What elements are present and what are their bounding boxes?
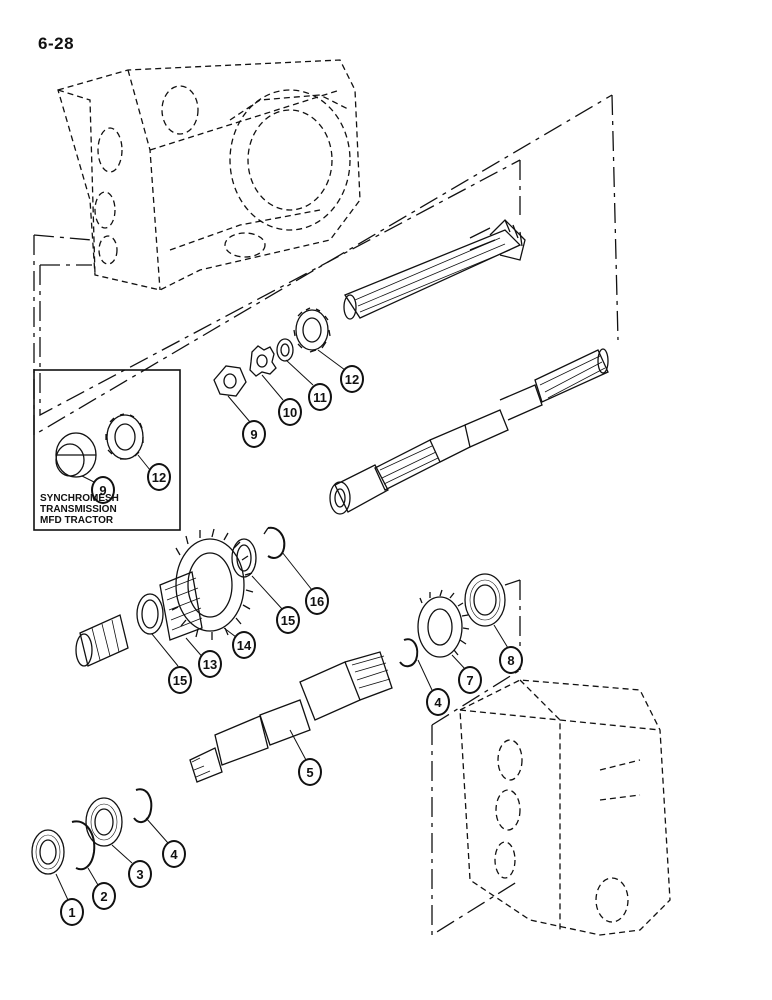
inset-nut-9 xyxy=(55,432,97,478)
bearing-3 xyxy=(85,797,123,847)
bearing-8 xyxy=(464,573,506,627)
spacer-15-right xyxy=(231,538,257,578)
snap-ring-16 xyxy=(263,526,286,559)
countershaft-middle xyxy=(329,348,609,515)
lock-washer-10 xyxy=(249,345,277,377)
pinion-shaft-upper xyxy=(343,219,526,320)
gear-7 xyxy=(417,589,470,658)
callout-12: 12 xyxy=(340,365,364,393)
hub-left xyxy=(75,614,129,667)
callout-15-left: 15 xyxy=(168,666,192,694)
callout-13: 13 xyxy=(198,650,222,678)
spacer-15-left xyxy=(136,593,164,635)
callout-14: 14 xyxy=(232,631,256,659)
washer-11 xyxy=(276,338,294,362)
callout-5: 5 xyxy=(298,758,322,786)
gear-12 xyxy=(293,307,331,353)
callout-9: 9 xyxy=(242,420,266,448)
sleeve-13 xyxy=(159,571,203,641)
inset-caption: SYNCHROMESH TRANSMISSION MFD TRACTOR xyxy=(40,493,180,526)
callout-16: 16 xyxy=(305,587,329,615)
callout-8: 8 xyxy=(499,646,523,674)
main-shaft-5 xyxy=(189,651,393,783)
inset-gear-12 xyxy=(105,413,144,460)
callout-7: 7 xyxy=(458,666,482,694)
callout-4-upper: 4 xyxy=(426,688,450,716)
callout-inset-9: 9 xyxy=(91,476,115,504)
callout-4-lower: 4 xyxy=(162,840,186,868)
callout-1: 1 xyxy=(60,898,84,926)
inset-caption-line-1: SYNCHROMESH xyxy=(40,493,119,504)
inset-caption-line-3: MFD TRACTOR xyxy=(40,515,114,526)
callout-10: 10 xyxy=(278,398,302,426)
callout-11: 11 xyxy=(308,383,332,411)
synchromesh-inset-box xyxy=(33,369,181,531)
page-number: 6-28 xyxy=(38,34,75,53)
inset-caption-line-2: TRANSMISSION xyxy=(40,504,117,515)
callout-inset-12: 12 xyxy=(147,463,171,491)
callout-3: 3 xyxy=(128,860,152,888)
transmission-housing-upper xyxy=(57,59,361,291)
nut-9 xyxy=(213,365,247,397)
bearing-1 xyxy=(31,829,65,875)
callout-15-right: 15 xyxy=(276,606,300,634)
snap-ring-4-upper xyxy=(399,638,419,668)
transmission-housing-lower xyxy=(459,679,671,936)
gear-14 xyxy=(171,528,254,640)
lower-assembly-bracket xyxy=(431,579,521,937)
callout-2: 2 xyxy=(92,882,116,910)
snap-ring-2 xyxy=(71,820,96,871)
snap-ring-4-lower xyxy=(133,788,153,824)
